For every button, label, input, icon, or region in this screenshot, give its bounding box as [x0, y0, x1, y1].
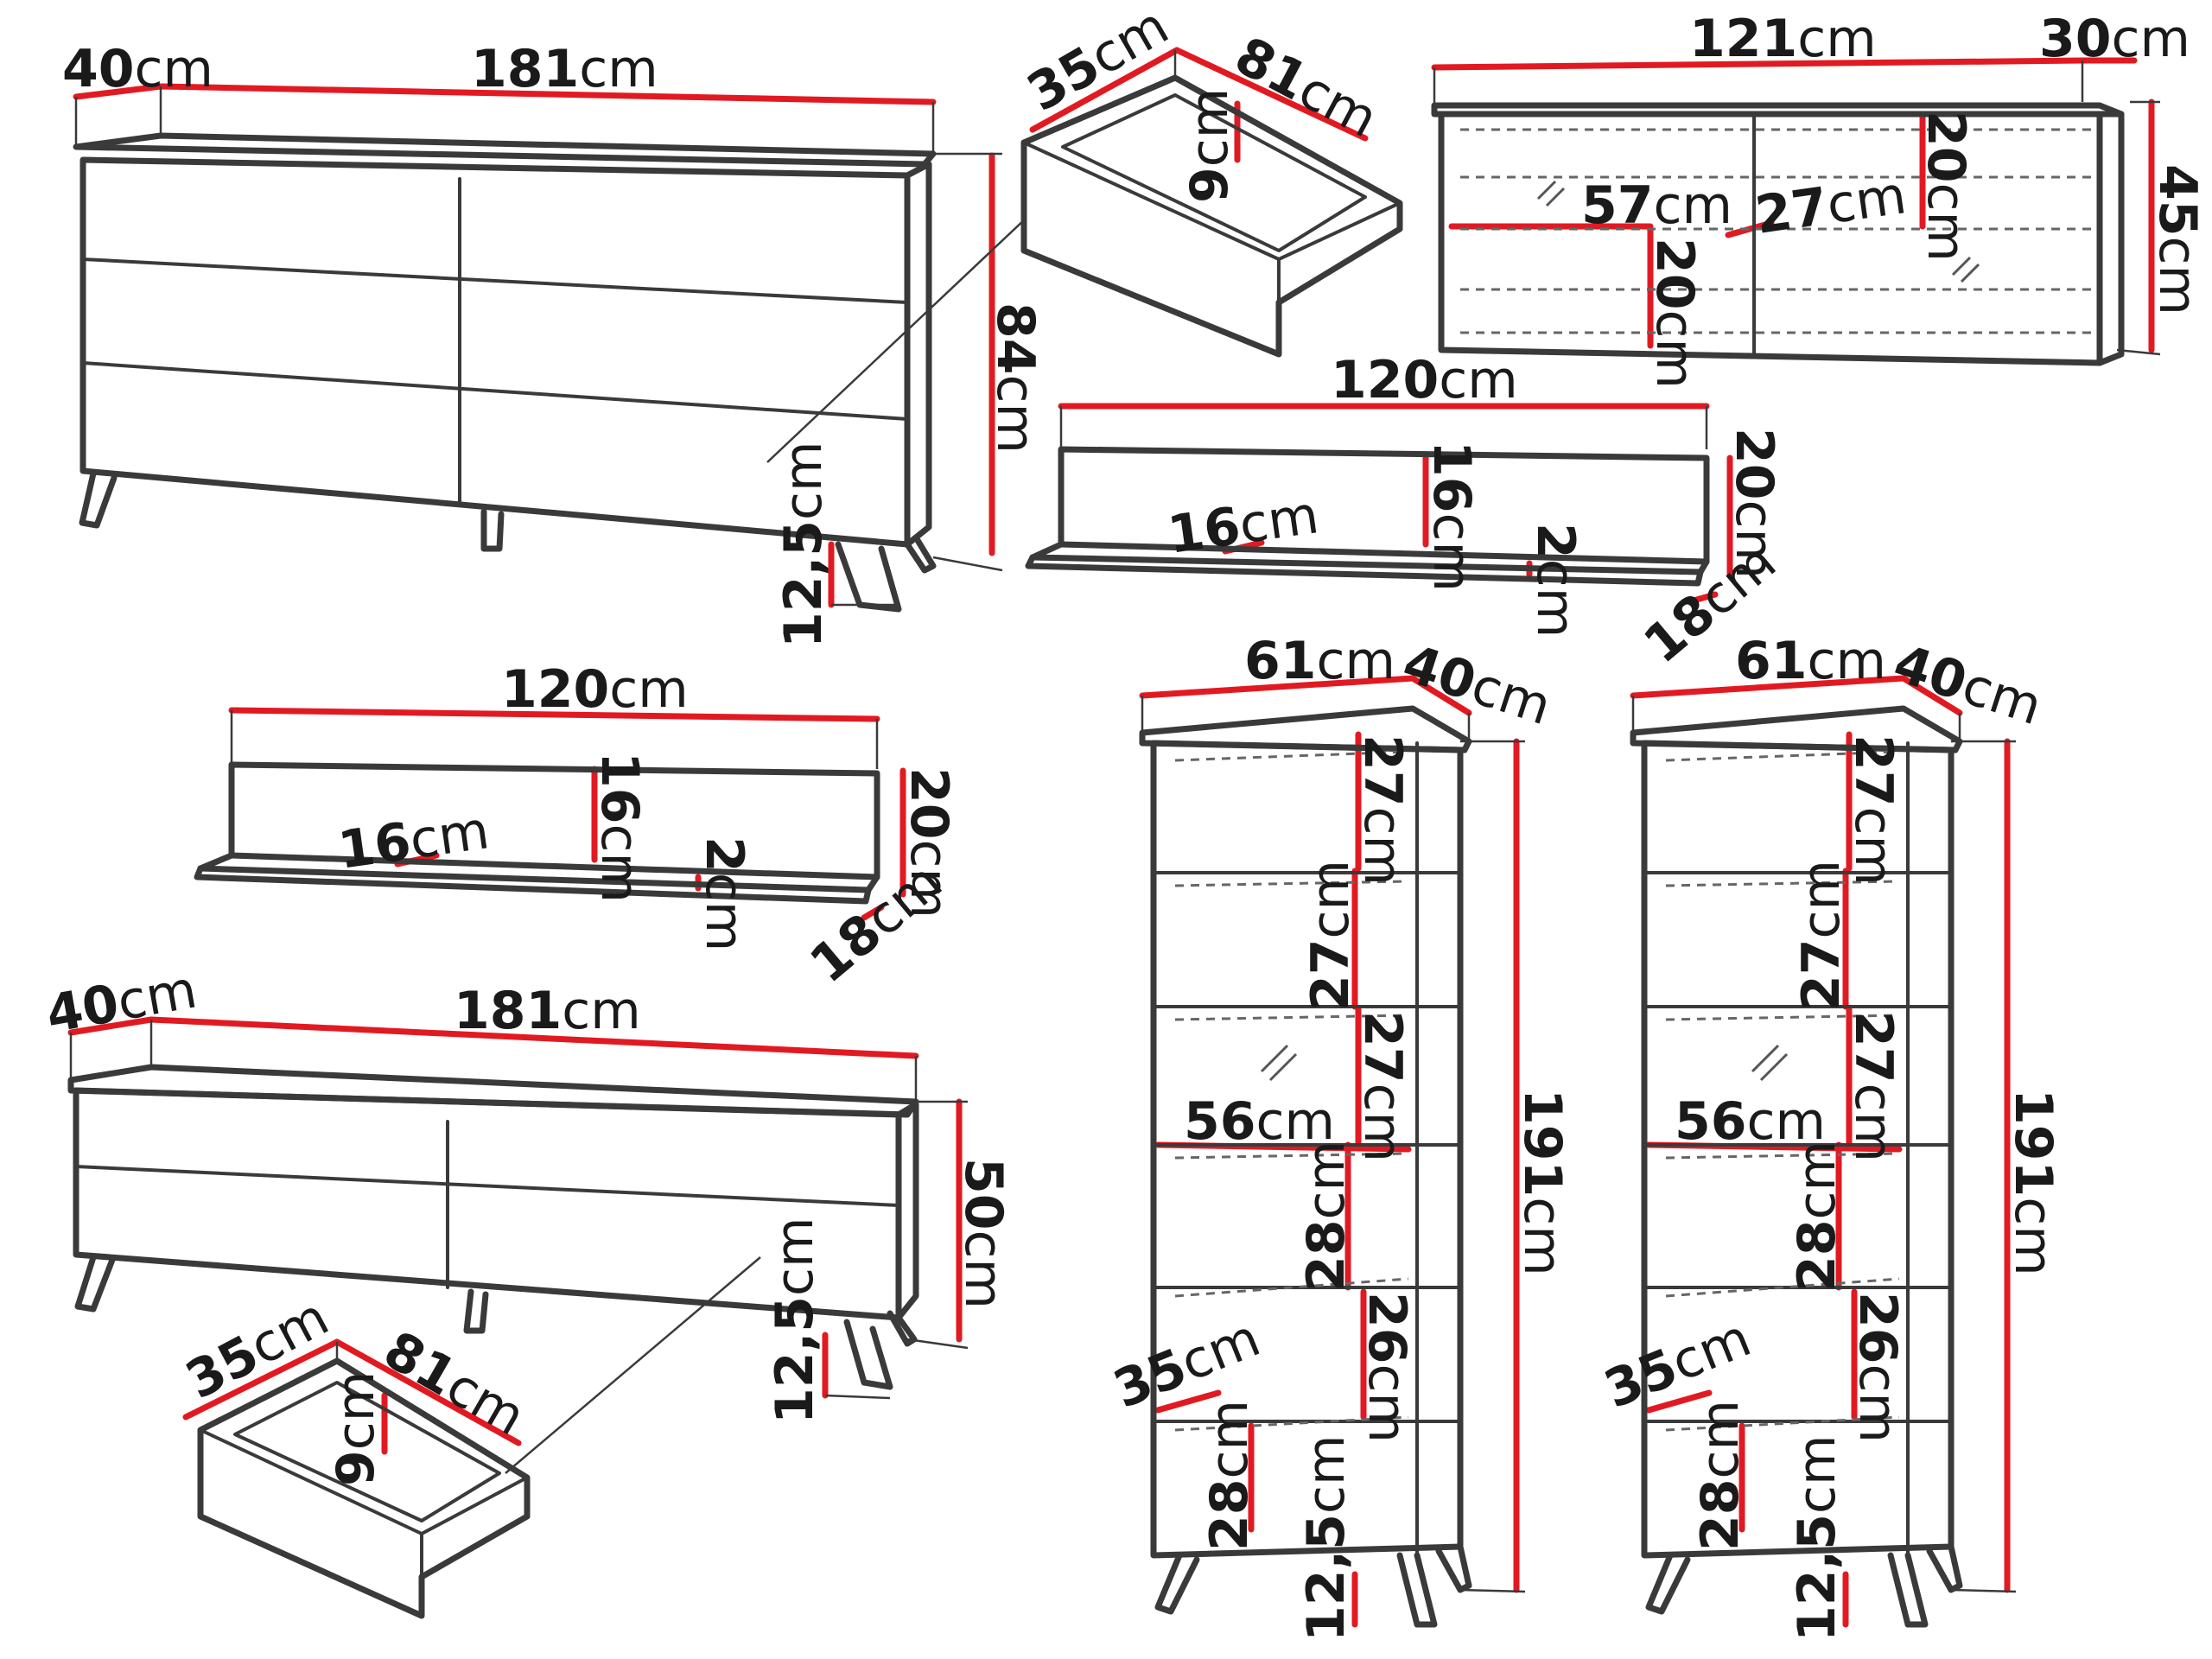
bookcase-b-leg-label: 12,5cm [1787, 1435, 1847, 1642]
bookcase-b: 61cm 40cm 191cm 27cm 27cm 27cm 56cm 28cm… [1596, 631, 2063, 1642]
wall-cabinet-lower-shelf-label: 20cm [1644, 238, 1705, 389]
bookcase-b-inner-width-label: 56cm [1675, 1091, 1826, 1152]
shelf-right-width-label: 120cm [1331, 350, 1518, 410]
bookcase-b-shelf-3-label: 27cm [1843, 1011, 1904, 1162]
sideboard-low-width-label: 181cm [454, 981, 641, 1041]
bookcase-a-width-label: 61cm [1244, 631, 1395, 691]
bookcase-b-depth-label: 40cm [1886, 633, 2049, 738]
bookcase-a-shelf-5-label: 26cm [1357, 1292, 1417, 1443]
bookcase-b-shelf-5-label: 26cm [1847, 1292, 1908, 1443]
sideboard-low-leg-label: 12,5cm [765, 1217, 825, 1424]
drawer-bottom-width-label: 81cm [374, 1319, 536, 1447]
bookcase-a: 61cm 40cm 191cm 27cm 27cm 27cm 56cm 28cm… [1105, 631, 1573, 1642]
bookcase-b-shelf-1-label: 27cm [1843, 734, 1904, 886]
bookcase-a-leg-label: 12,5cm [1296, 1435, 1357, 1642]
bookcase-a-height-label: 191cm [1512, 1089, 1573, 1276]
shelf-left-thickness-label: 2cm [694, 836, 754, 951]
shelf-left-back-label: 16cm [589, 752, 650, 903]
bookcase-a-shelf-2-label: 27cm [1300, 860, 1361, 1011]
sideboard-large: 40cm 181cm 84cm 12,5cm [62, 39, 1046, 648]
bookcase-a-shelf-4-label: 28cm [1296, 1141, 1357, 1292]
sideboard-large-depth-label: 40cm [62, 39, 213, 99]
drawer-bottom-height-label: 9cm [326, 1371, 386, 1486]
bookcase-a-shelf-1-label: 27cm [1352, 734, 1413, 886]
wall-cabinet: 121cm 30cm 45cm 57cm 27cm 20cm 20cm [1431, 9, 2208, 389]
wall-cabinet-inner-depth-label: 27cm [1751, 165, 1910, 246]
wall-cabinet-width-label: 121cm [1689, 9, 1877, 69]
bookcase-b-height-label: 191cm [2003, 1089, 2063, 1276]
shelf-right-thickness-label: 2cm [1525, 523, 1586, 638]
wall-cabinet-inner-width-label: 57cm [1581, 175, 1732, 236]
bookcase-a-inner-width-label: 56cm [1184, 1091, 1335, 1152]
drawer-top-height-label: 9cm [1179, 88, 1240, 203]
wall-shelf-left: 120cm 20cm 16cm 16cm 2cm 18cm [194, 659, 959, 995]
drawer-bottom: 35cm 81cm 9cm [176, 1287, 536, 1619]
bookcase-a-shelf-3-label: 27cm [1352, 1011, 1413, 1162]
sideboard-low-height-label: 50cm [953, 1158, 1014, 1309]
sideboard-large-leg-label: 12,5cm [773, 442, 834, 648]
bookcase-b-shelf-4-label: 28cm [1787, 1141, 1847, 1292]
bookcase-b-bottom-label: 28cm [1690, 1400, 1751, 1551]
shelf-left-depth-label: 16cm [334, 800, 493, 881]
sideboard-large-width-label: 181cm [471, 39, 658, 99]
wall-cabinet-upper-shelf-label: 20cm [1916, 111, 1976, 262]
wall-cabinet-height-label: 45cm [2147, 164, 2208, 315]
sideboard-low-depth-label: 40cm [41, 959, 200, 1045]
bookcase-b-width-label: 61cm [1735, 631, 1886, 691]
bookcase-b-shelf-2-label: 27cm [1791, 860, 1852, 1011]
shelf-left-width-label: 120cm [501, 659, 689, 720]
shelf-right-depth-label: 16cm [1164, 485, 1322, 566]
shelf-right-height-label: 20cm [1724, 428, 1784, 579]
shelf-left-height-label: 20cm [899, 767, 959, 918]
shelf-right-back-label: 16cm [1421, 441, 1482, 592]
wall-shelf-right: 120cm 20cm 16cm 16cm 2cm 18cm [1025, 350, 1788, 675]
sideboard-large-height-label: 84cm [985, 302, 1046, 454]
wall-cabinet-depth-label: 30cm [2039, 9, 2190, 69]
drawer-top: 35cm 81cm 9cm [1018, 0, 1403, 358]
bookcase-a-bottom-label: 28cm [1199, 1400, 1260, 1551]
bookcase-a-depth-label: 40cm [1395, 633, 1558, 738]
sideboard-low: 40cm 181cm 50cm 12,5cm [41, 959, 1014, 1474]
drawer-top-width-label: 81cm [1225, 25, 1387, 149]
